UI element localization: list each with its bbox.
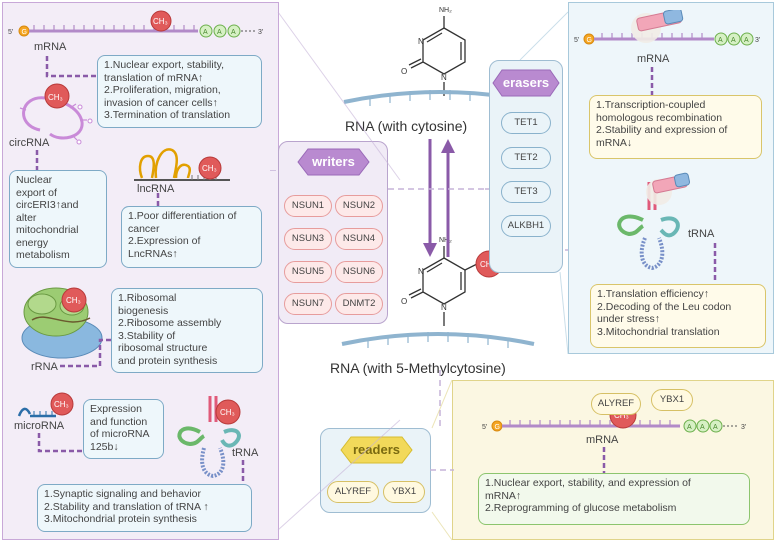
svg-text:O: O (401, 67, 407, 76)
svg-text:A: A (731, 37, 736, 44)
eraser-tet2: TET2 (501, 147, 551, 169)
erasers-hexagon (492, 69, 560, 97)
writers-title: writers (312, 154, 355, 169)
right-trna-textbox: 1.Translation efficiency↑2.Decoding of t… (590, 284, 766, 348)
svg-text:A: A (744, 37, 749, 44)
svg-text:CH₃: CH₃ (48, 93, 63, 102)
svg-text:A: A (700, 424, 705, 431)
rna-5mc-label: RNA (with 5-Methylcytosine) (330, 360, 506, 376)
left-trna-connector (241, 460, 245, 486)
readers-hexagon (340, 436, 413, 464)
svg-text:N: N (418, 267, 424, 276)
rna-backbone-bottom (341, 332, 535, 348)
right-top-mrna-strand: 5' G A A A 3' (574, 10, 760, 46)
cytosine-structure: NH₂ N N O (401, 7, 466, 96)
svg-text:N: N (441, 73, 447, 82)
circrna-icon: CH₃ (19, 83, 93, 145)
svg-text:CH₃: CH₃ (614, 411, 629, 420)
left-mrna-textbox: 1.Nuclear export, stability,translation … (97, 55, 262, 128)
circrna-connector (35, 150, 39, 172)
svg-text:CH₃: CH₃ (153, 17, 168, 26)
svg-text:G: G (495, 424, 500, 431)
svg-text:5': 5' (482, 424, 487, 431)
readers-right-connector (430, 469, 454, 471)
svg-text:3': 3' (258, 29, 263, 36)
writer-nsun5: NSUN5 (284, 261, 332, 283)
left-mrna-label: mRNA (34, 41, 67, 53)
svg-text:3': 3' (755, 37, 760, 44)
right-bottom-mrna-label: mRNA (586, 434, 619, 446)
svg-text:CH₃: CH₃ (66, 296, 81, 305)
rrna-label: rRNA (31, 361, 58, 373)
svg-text:NH₂: NH₂ (439, 7, 452, 14)
svg-text:A: A (203, 29, 208, 36)
svg-text:A: A (217, 29, 222, 36)
left-mrna-strand: 5' G A A A 3' CH₃ (8, 10, 263, 38)
right-bottom-mrna-connector (602, 447, 606, 473)
writer-dnmt2: DNMT2 (335, 293, 383, 315)
svg-text:G: G (22, 29, 27, 36)
conversion-arrows (423, 139, 455, 257)
svg-text:NH₂: NH₂ (439, 237, 452, 244)
svg-text:N: N (441, 303, 447, 312)
microrna-label: microRNA (14, 420, 65, 432)
left-trna-icon: CH₃ (177, 396, 241, 479)
left-trna-label: tRNA (232, 447, 259, 459)
right-bottom-textbox: 1.Nuclear export, stability, and express… (478, 473, 750, 525)
bound-alyref: ALYREF (591, 393, 641, 415)
svg-text:O: O (401, 297, 407, 306)
writer-nsun4: NSUN4 (335, 228, 383, 250)
eraser-tool-icon (636, 10, 684, 32)
bound-ybx1: YBX1 (651, 389, 693, 411)
eraser-alkbh1: ALKBH1 (501, 215, 551, 237)
lncrna-icon: CH₃ (134, 148, 230, 181)
svg-text:CH₃: CH₃ (202, 164, 217, 173)
svg-text:G: G (587, 37, 592, 44)
right-top-mrna-label: mRNA (637, 53, 670, 65)
eraser-tet1: TET1 (501, 112, 551, 134)
svg-text:CH₃: CH₃ (54, 400, 69, 409)
svg-text:3': 3' (741, 424, 746, 431)
erasers-title: erasers (502, 75, 550, 90)
lncrna-connector (156, 193, 160, 207)
writer-nsun2: NSUN2 (335, 195, 383, 217)
svg-text:CH₃: CH₃ (220, 408, 235, 417)
microrna-icon: CH₃ (17, 392, 74, 418)
microrna-connector (37, 433, 85, 453)
svg-text:5': 5' (8, 29, 13, 36)
writer-nsun7: NSUN7 (284, 293, 332, 315)
circrna-label: circRNA (9, 137, 50, 149)
writers-hexagon (297, 148, 370, 176)
right-trna-connector (713, 243, 717, 283)
rrna-connector (60, 338, 118, 368)
readers-title: readers (353, 442, 400, 457)
svg-text:A: A (687, 424, 692, 431)
rna-cytosine-label: RNA (with cytosine) (345, 118, 468, 134)
reader-alyref: ALYREF (327, 481, 379, 503)
writer-nsun1: NSUN1 (284, 195, 332, 217)
svg-text:A: A (718, 37, 723, 44)
svg-text:A: A (231, 29, 236, 36)
lncrna-label: lncRNA (137, 183, 175, 195)
svg-text:N: N (418, 37, 424, 46)
svg-text:5': 5' (574, 37, 579, 44)
writer-nsun6: NSUN6 (335, 261, 383, 283)
reader-ybx1: YBX1 (383, 481, 425, 503)
svg-text:CH₃: CH₃ (480, 260, 495, 269)
right-trna-label: tRNA (688, 228, 715, 240)
writer-nsun3: NSUN3 (284, 228, 332, 250)
right-top-mrna-connector (650, 67, 654, 97)
rrna-ribosome-icon: CH₃ (21, 287, 103, 359)
right-trna-icon (617, 172, 691, 271)
svg-text:A: A (713, 424, 718, 431)
left-mrna-connector (45, 56, 101, 78)
eraser-tet3: TET3 (501, 181, 551, 203)
